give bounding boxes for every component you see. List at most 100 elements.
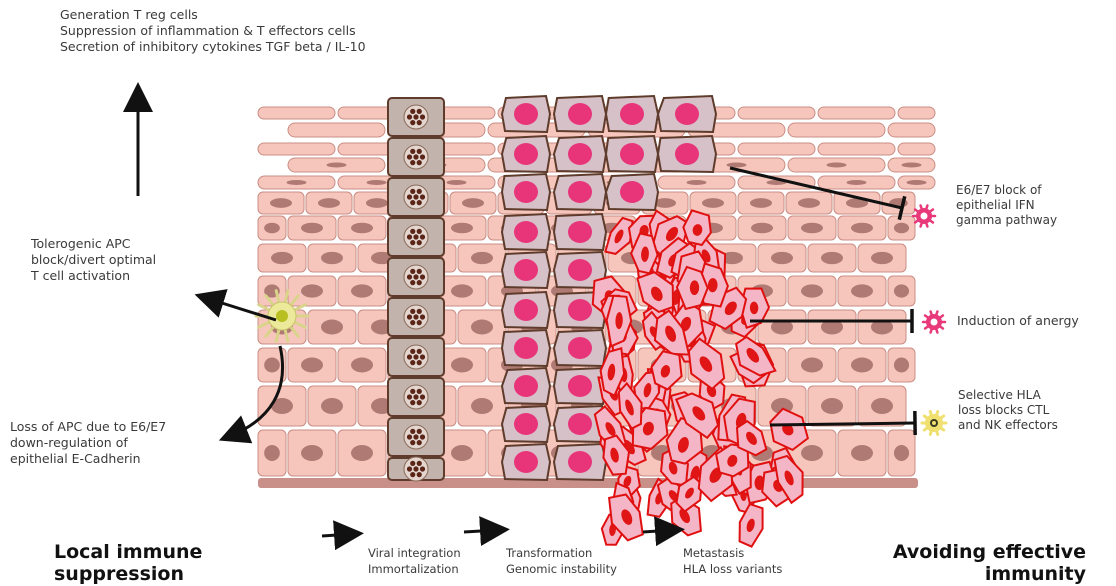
ifn-line-2: epithelial IFN [956,198,1057,213]
viral-particle [417,189,422,194]
viral-particle [417,429,422,434]
viral-particle [410,472,415,477]
epithelial-nucleus [750,198,772,208]
viral-particle [420,274,425,279]
viral-particle [410,440,415,445]
epithelial-nucleus [264,358,280,373]
epithelial-nucleus [321,252,343,264]
viral-particle [410,280,415,285]
epithelial-nucleus [751,223,773,234]
epithelial-nucleus [851,284,873,297]
viral-particle [417,149,422,154]
squamous-nucleus [287,180,307,185]
epithelial-nucleus [321,398,343,414]
epithelial-nucleus [301,284,323,297]
stage-label-1: Viral integration Immortalization [368,545,461,577]
viral-particle [417,400,422,405]
stage-2-line-2: Genomic instability [506,561,617,577]
epithelial-nucleus [894,284,909,297]
viral-particle [410,109,415,114]
squamous-cell [818,143,895,155]
tolerogenic-line-3: T cell activation [31,268,156,284]
transformed-nucleus [514,103,538,125]
viral-particle [417,160,422,165]
epithelial-nucleus [301,445,323,461]
block-line [770,423,915,425]
transformed-nucleus [514,259,538,281]
tolerogenic-line-1: Tolerogenic APC [31,236,156,252]
stage-arrow-icon [322,534,352,536]
loss-apc-line-2: down-regulation of [10,435,166,451]
transformed-nucleus [514,299,538,321]
stage-label-2: Transformation Genomic instability [506,545,617,577]
viral-particle [420,154,425,159]
epithelial-nucleus [351,223,373,234]
viral-particle [417,360,422,365]
viral-particle [413,394,418,399]
epithelial-nucleus [264,223,280,234]
hla-line-1: Selective HLA [958,388,1058,403]
viral-particle [417,440,422,445]
loss-apc-line-3: epithelial E-Cadherin [10,451,166,467]
epithelial-nucleus [471,252,493,264]
hla-loss-text: Selective HLA loss blocks CTL and NK eff… [958,388,1058,433]
stage-3-line-1: Metastasis [683,545,782,561]
stage-arrow-icon [464,530,498,532]
viral-particle [410,309,415,314]
tolerogenic-line-2: block/divert optimal [31,252,156,268]
squamous-nucleus [367,180,387,185]
stage-1-line-1: Viral integration [368,545,461,561]
epithelial-nucleus [451,358,473,373]
local-immune-suppression-title: Local immune suppression [54,541,202,585]
epithelial-nucleus [801,223,823,234]
stage-2-line-1: Transformation [506,545,617,561]
transformed-nucleus [620,143,644,165]
transformed-nucleus [568,451,592,473]
squamous-cell [258,107,335,119]
transformed-nucleus [568,103,592,125]
epithelial-nucleus [471,398,493,414]
squamous-cell [788,123,885,137]
viral-particle [420,466,425,471]
viral-particle [413,354,418,359]
viral-particle [413,274,418,279]
viral-particle [410,160,415,165]
viral-particle [407,466,412,471]
avoiding-title-line-2: immunity [874,563,1086,585]
transformed-nucleus [568,181,592,203]
viral-particle [420,234,425,239]
viral-particle [417,109,422,114]
epithelial-nucleus [270,198,292,208]
viral-particle [417,200,422,205]
viral-particle [413,114,418,119]
viral-particle [407,434,412,439]
viral-particle [420,394,425,399]
viral-particle [417,349,422,354]
squamous-cell [738,143,815,155]
transformed-nucleus [514,143,538,165]
viral-particle [413,234,418,239]
squamous-nucleus [327,163,347,168]
epithelial-nucleus [871,252,893,264]
transformed-nucleus [514,221,538,243]
epithelial-nucleus [351,284,373,297]
squamous-cell [818,107,895,119]
viral-particle [410,189,415,194]
viral-particle [417,280,422,285]
epithelial-nucleus [798,198,820,208]
epithelial-nucleus [301,358,323,373]
transformed-nucleus [620,103,644,125]
squamous-nucleus [847,180,867,185]
viral-particle [410,149,415,154]
squamous-nucleus [687,180,707,185]
transformed-nucleus [568,299,592,321]
ifn-line-3: gamma pathway [956,213,1057,228]
tolerogenic-apc-text: Tolerogenic APC block/divert optimal T c… [31,236,156,284]
epithelial-nucleus [851,358,873,373]
epithelial-nucleus [351,445,373,461]
viral-particle [407,194,412,199]
epithelial-nucleus [771,252,793,264]
epithelial-nucleus [462,198,484,208]
squamous-nucleus [907,180,927,185]
viral-particle [410,389,415,394]
